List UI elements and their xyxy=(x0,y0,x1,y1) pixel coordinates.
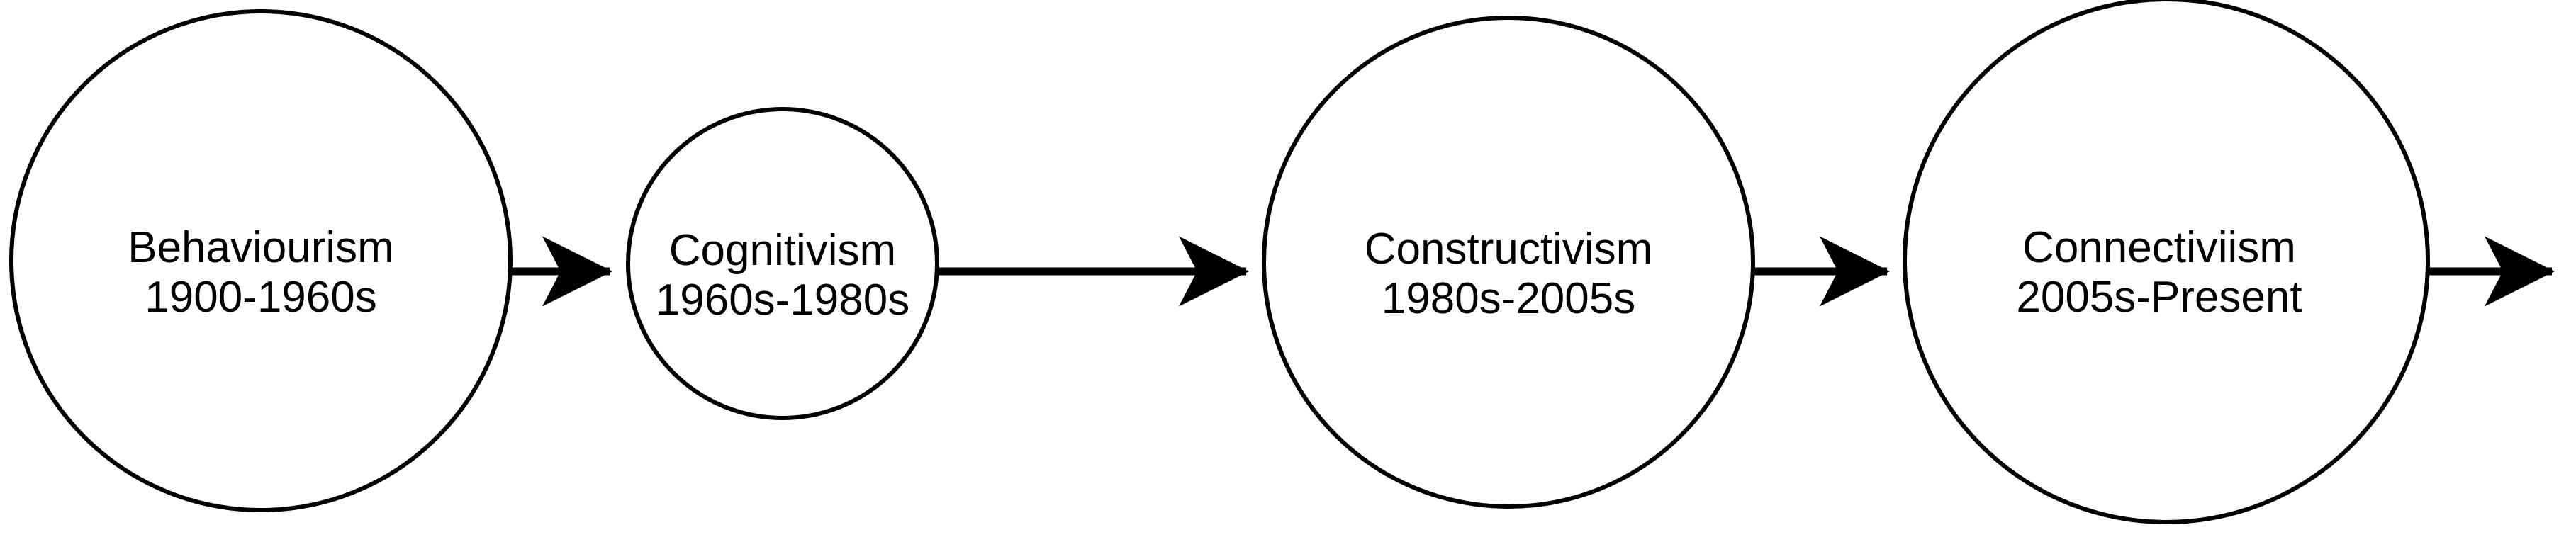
node-behaviourism-name: Behaviourism xyxy=(128,223,394,272)
node-cognitivism-period: 1960s-1980s xyxy=(656,276,910,324)
node-behaviourism-circle[interactable] xyxy=(9,9,513,512)
node-constructivism[interactable]: Constructivism 1980s-2005s xyxy=(1262,16,1755,509)
node-constructivism-name: Constructivism xyxy=(1365,225,1653,273)
node-cognitivism[interactable]: Cognitivism 1960s-1980s xyxy=(626,107,939,420)
node-connectiviism-name: Connectiviism xyxy=(2022,223,2296,272)
node-connectiviism[interactable]: Connectiviism 2005s-Present xyxy=(1903,0,2430,524)
node-connectiviism-period: 2005s-Present xyxy=(2016,273,2302,322)
node-cognitivism-name: Cognitivism xyxy=(669,226,896,275)
node-constructivism-period: 1980s-2005s xyxy=(1382,274,1636,323)
node-behaviourism-period: 1900-1960s xyxy=(145,273,377,322)
node-cognitivism-circle[interactable] xyxy=(626,107,939,420)
node-behaviourism[interactable]: Behaviourism 1900-1960s xyxy=(9,9,513,512)
node-constructivism-circle[interactable] xyxy=(1262,16,1755,509)
node-connectiviism-circle[interactable] xyxy=(1903,0,2430,524)
